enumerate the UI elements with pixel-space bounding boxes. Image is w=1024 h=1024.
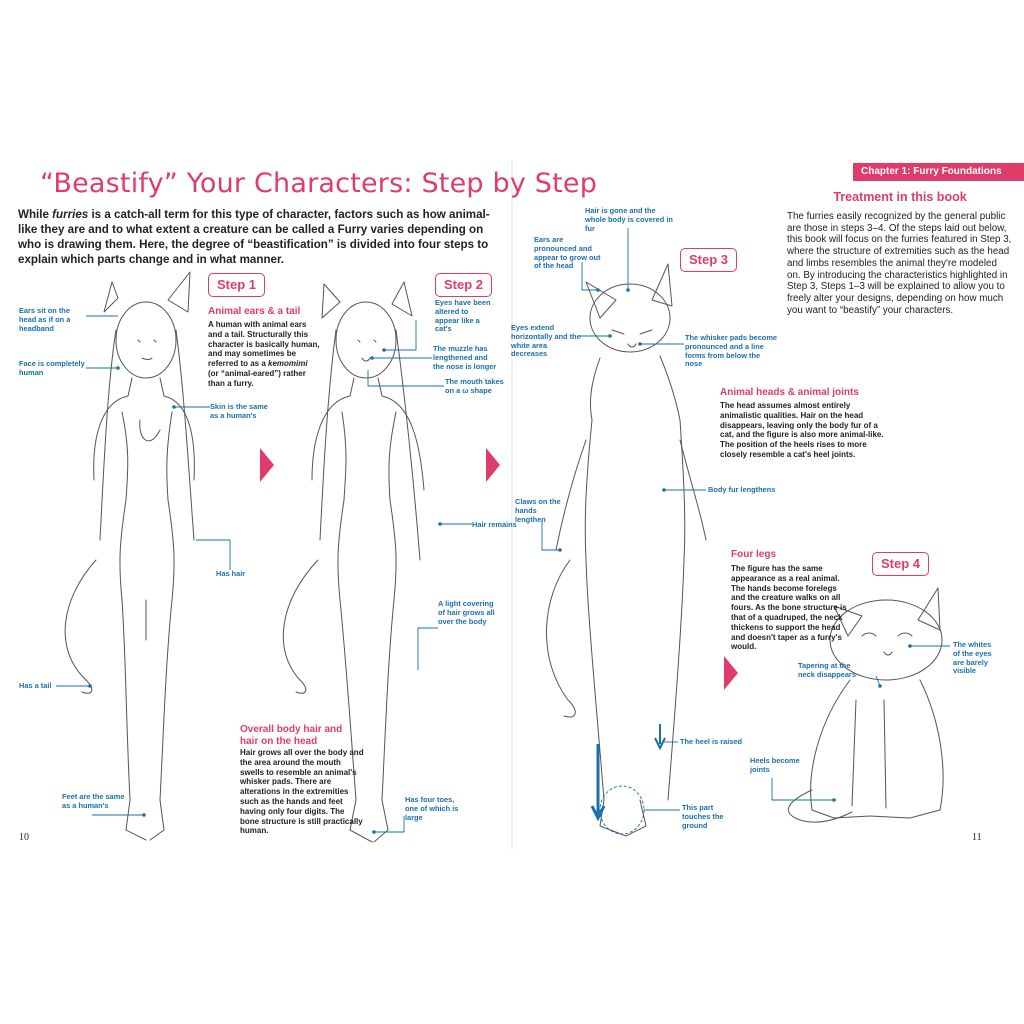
treatment-heading: Treatment in this book — [833, 190, 967, 204]
callout-leaders — [56, 228, 950, 834]
callout-claws: Claws on the hands lengthen — [515, 497, 561, 524]
step4-badge: Step 4 — [872, 552, 930, 576]
callout-four-toes: Has four toes, one of which is large — [405, 795, 459, 822]
step3-figure — [546, 263, 707, 837]
heel-down-arrow — [590, 744, 606, 822]
callout-skin-human: Skin is the same as a human's — [210, 402, 268, 420]
heel-small-arrow — [654, 724, 666, 751]
callout-eyes-horizontal: Eyes extend horizontally and the white a… — [511, 323, 581, 359]
callout-hair-gone: Hair is gone and the whole body is cover… — [585, 206, 673, 233]
callout-heel-raised: The heel is raised — [680, 737, 743, 746]
callout-eyes-cat: Eyes have been altered to appear like a … — [435, 298, 491, 334]
callout-whites-eyes: The whites of the eyes are barely visibl… — [953, 640, 992, 676]
page-gutter — [511, 160, 513, 850]
callout-muzzle: The muzzle has lengthened and the nose i… — [433, 344, 497, 371]
callout-heels-joints: Heels become joints — [750, 756, 800, 774]
step2-figure — [282, 281, 425, 843]
step1-body: A human with animal ears and a tail. Str… — [208, 320, 320, 388]
callout-face-human: Face is completely human — [19, 359, 85, 377]
callout-mouth: The mouth takes on a ω shape — [445, 377, 504, 395]
callout-has-hair: Has hair — [216, 569, 246, 578]
page-title: “Beastify” Your Characters: Step by Step — [40, 168, 598, 199]
step3-badge: Step 3 — [680, 248, 738, 272]
ground-contact-circle — [599, 785, 645, 835]
step4-body: The figure has the same appearance as a … — [731, 564, 847, 652]
step4-heading: Four legs — [731, 549, 777, 560]
step2-to-step3-arrow — [486, 448, 500, 482]
callout-whisker-pads: The whisker pads become pronounced and a… — [685, 333, 778, 369]
chapter-tab: Chapter 1: Furry Foundations — [853, 163, 1024, 181]
intro-paragraph: While furries is a catch-all term for th… — [18, 208, 490, 266]
callout-has-tail: Has a tail — [19, 681, 52, 690]
step3-to-step4-arrow — [724, 656, 738, 690]
callout-feet-human: Feet are the same as a human's — [62, 792, 125, 810]
callout-light-hair: A light covering of hair grows all over … — [438, 599, 495, 626]
step3-body: The head assumes almost entirely animali… — [720, 401, 884, 459]
callout-tapering: Tapering at the neck disappears — [798, 661, 856, 679]
page-number-right: 11 — [972, 832, 982, 843]
step1-figure — [64, 271, 195, 841]
callout-touches-ground: This part touches the ground — [682, 803, 724, 830]
callout-hair-remains: Hair remains — [472, 520, 517, 529]
treatment-body: The furries easily recognized by the gen… — [787, 211, 1012, 316]
callout-body-fur: Body fur lengthens — [708, 485, 776, 494]
step2-badge: Step 2 — [435, 273, 493, 297]
step1-heading: Animal ears & a tail — [208, 306, 301, 317]
step4-cat-figure — [787, 587, 944, 823]
page-number-left: 10 — [19, 832, 29, 843]
step2-heading: Overall body hair and hair on the head — [240, 724, 343, 747]
step1-to-step2-arrow — [260, 448, 274, 482]
step2-body: Hair grows all over the body and the are… — [240, 748, 364, 836]
callout-ears-pronounced: Ears are pronounced and appear to grow o… — [534, 235, 601, 271]
callout-ears-headband: Ears sit on the head as if on a headband — [19, 306, 71, 333]
step1-badge: Step 1 — [208, 273, 266, 297]
step3-heading: Animal heads & animal joints — [720, 387, 859, 398]
